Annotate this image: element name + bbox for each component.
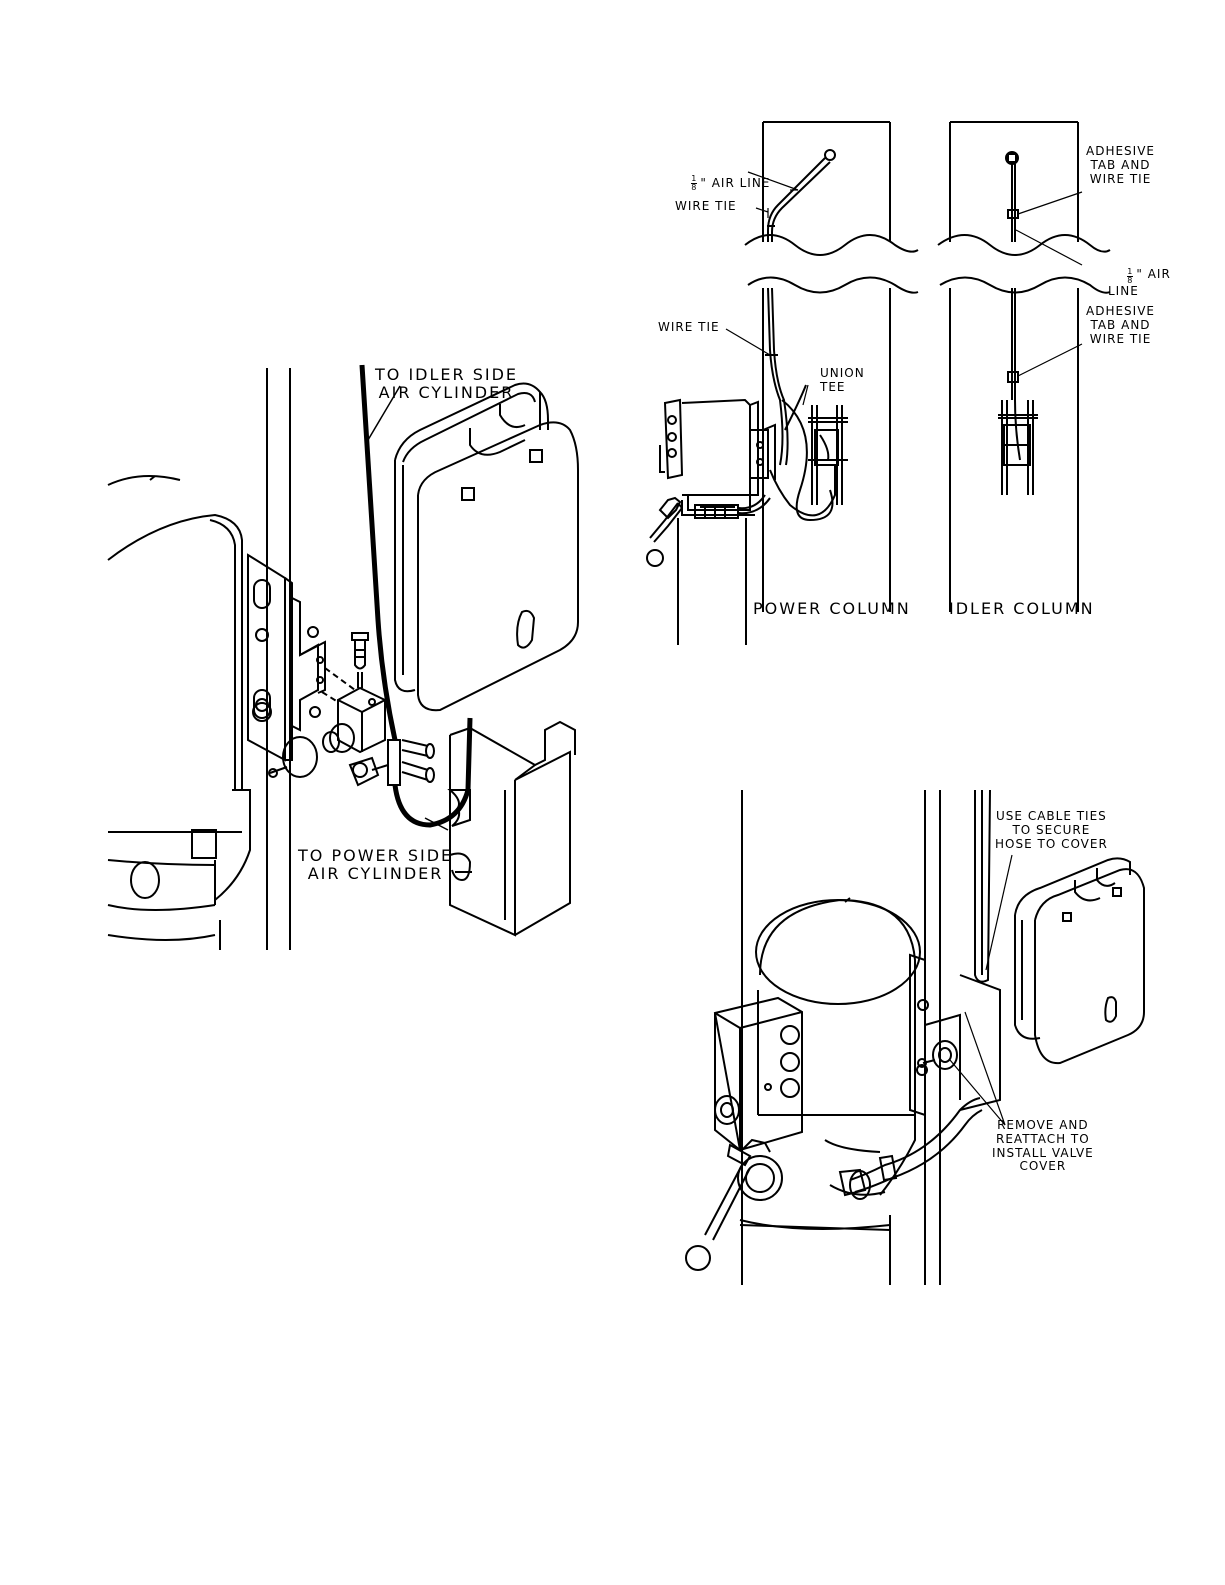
valve-bracket: [910, 955, 1000, 1115]
label-union-tee: UNION TEE: [820, 367, 865, 395]
figure-valve-exploded: TO IDLER SIDE AIR CYLINDER TO POWER SIDE…: [0, 0, 620, 960]
power-carriage: [808, 405, 848, 505]
pressure-knob-and-lever: [686, 1140, 782, 1270]
installed-cover-drawing: [660, 780, 1180, 1300]
motor-bracket: [248, 555, 292, 760]
valve-exploded-drawing: [0, 0, 620, 960]
label-adhesive-top: ADHESIVE TAB AND WIRE TIE: [1086, 145, 1155, 186]
idler-carriage: [998, 400, 1038, 495]
elbow-fittings: [350, 740, 400, 785]
valve-bracket: [292, 598, 325, 730]
leader-lines: [726, 172, 1082, 405]
idler-column: [938, 122, 1110, 612]
knob-disc: [283, 737, 317, 777]
label-cable-ties: USE CABLE TIES TO SECURE HOSE TO COVER: [995, 810, 1108, 851]
label-idler-column: IDLER COLUMN: [949, 600, 1095, 618]
muffler-fitting: [352, 633, 368, 688]
valve-cover: [395, 384, 578, 711]
label-remove-reattach: REMOVE AND REATTACH TO INSTALL VALVE COV…: [992, 1119, 1094, 1174]
motor: [740, 898, 920, 1230]
label-to-idler-side: TO IDLER SIDE AIR CYLINDER: [375, 366, 518, 403]
mounting-bolts: [402, 740, 434, 782]
label-power-column: POWER COLUMN: [753, 600, 911, 618]
figure-installed-cover: USE CABLE TIES TO SECURE HOSE TO COVER R…: [660, 780, 1180, 1300]
label-wire-tie-mid: WIRE TIE: [658, 321, 720, 335]
label-wire-tie-top: WIRE TIE: [675, 200, 737, 214]
label-adhesive-bottom: ADHESIVE TAB AND WIRE TIE: [1086, 305, 1155, 346]
label-to-power-side: TO POWER SIDE AIR CYLINDER: [298, 847, 453, 884]
valve-cover: [1015, 858, 1144, 1063]
motor-body: [108, 476, 250, 940]
